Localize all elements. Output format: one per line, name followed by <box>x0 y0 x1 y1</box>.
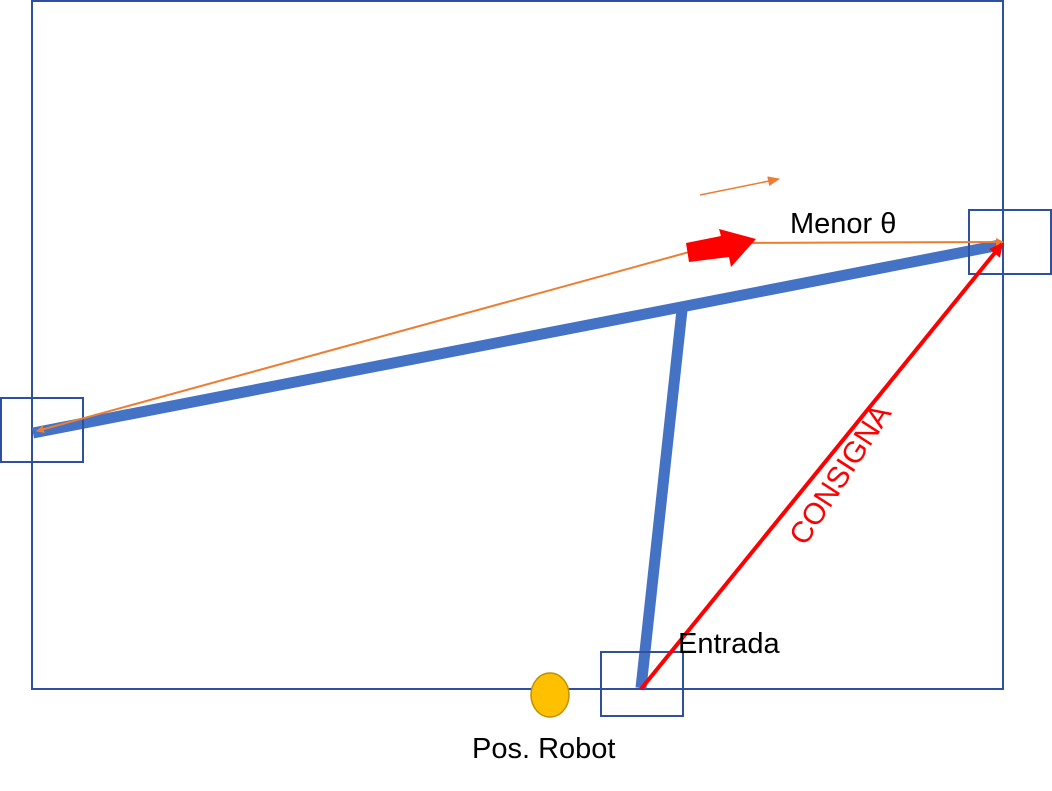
label-pos-robot: Pos. Robot <box>472 733 615 765</box>
field-frame <box>31 0 1004 690</box>
label-menor-theta: Menor θ <box>790 208 896 240</box>
waypoint-box-entrada <box>600 651 684 717</box>
orange-theta-arrow <box>721 238 1004 247</box>
blue-main-path <box>31 239 1002 439</box>
orange-direction-arrow <box>699 176 780 196</box>
blue-branch-path <box>635 309 688 689</box>
robot-marker <box>530 672 570 718</box>
label-entrada: Entrada <box>678 628 780 660</box>
orange-double-arrow <box>36 242 723 434</box>
waypoint-box-left <box>0 397 84 463</box>
label-consigna: CONSIGNA <box>783 399 898 551</box>
consigna-arrow <box>639 242 1004 691</box>
red-direction-arrow <box>686 229 756 267</box>
